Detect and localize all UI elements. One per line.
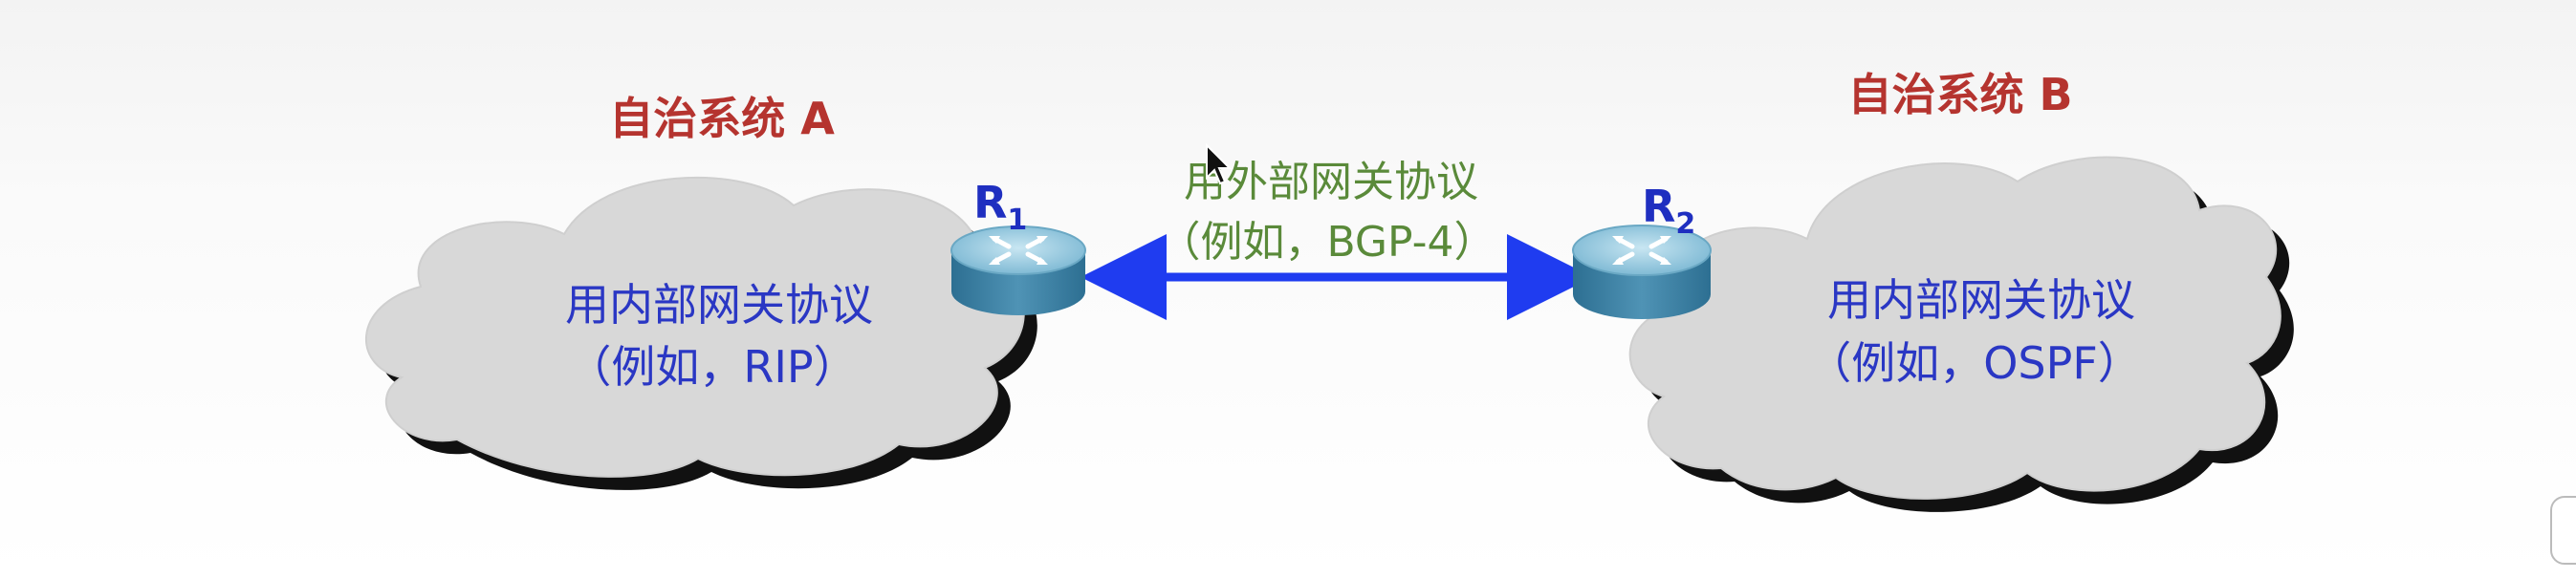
link-protocol-line2: （例如，BGP-4）	[1159, 218, 1496, 267]
router-r2-letter: R	[1642, 181, 1675, 232]
cloud-as-a	[365, 176, 1037, 490]
router-r1-label: R1	[973, 177, 1027, 237]
router-r2-label: R2	[1642, 181, 1695, 241]
router-r1-subscript: 1	[1007, 204, 1027, 237]
cloud-a-body	[365, 176, 1025, 478]
router-r2-icon	[1572, 225, 1712, 319]
mouse-cursor-icon	[1206, 142, 1233, 185]
router-r1-letter: R	[973, 177, 1007, 228]
cloud-as-b	[1628, 156, 2294, 512]
as-a-protocol-line2: （例如，RIP）	[567, 341, 857, 393]
as-a-title: 自治系统 A	[609, 93, 835, 144]
edge-control[interactable]	[2550, 496, 2576, 565]
router-r1-icon	[950, 225, 1086, 315]
as-b-protocol-line2: （例如，OSPF）	[1807, 337, 2142, 389]
link-protocol-line1: 用外部网关协议	[1184, 158, 1478, 206]
as-a-protocol-line1: 用内部网关协议	[565, 279, 873, 331]
router-r2-subscript: 2	[1675, 207, 1695, 241]
as-b-title: 自治系统 B	[1847, 69, 2072, 120]
as-b-protocol-line1: 用内部网关协议	[1827, 274, 2135, 326]
